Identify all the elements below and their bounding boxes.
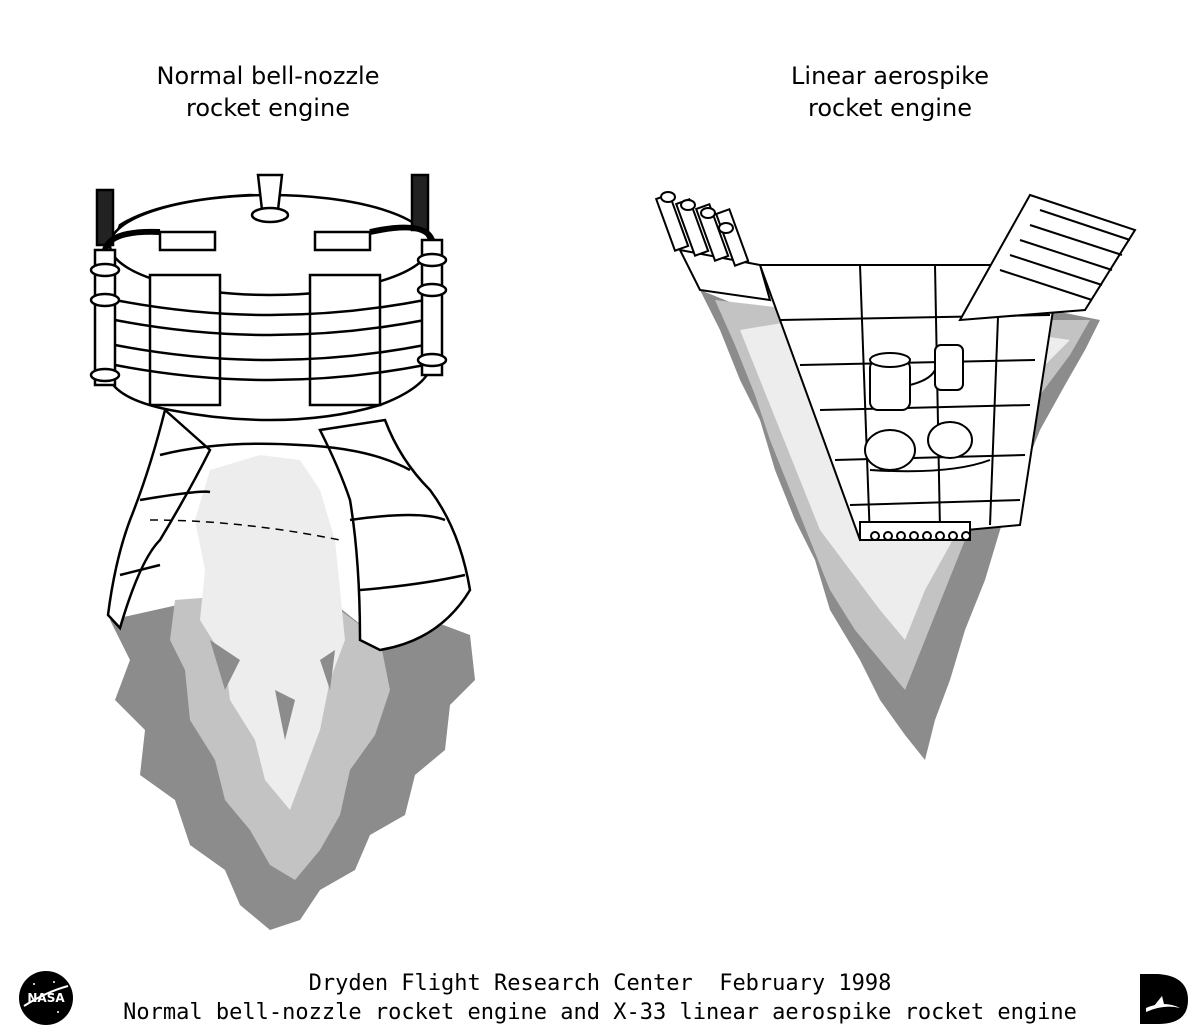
bell-nozzle-exhaust-plume [110, 455, 475, 930]
bell-nozzle-caption-line-1: Normal bell-nozzle [156, 62, 380, 90]
footer-description: Normal bell-nozzle rocket engine and X-3… [123, 1000, 1077, 1025]
bell-nozzle-combustion-chamber [89, 173, 448, 422]
aerospike-caption-line-2: rocket engine [808, 94, 972, 122]
bell-nozzle-caption: Normal bell-nozzle rocket engine [118, 60, 418, 124]
bell-nozzle-caption-line-2: rocket engine [186, 94, 350, 122]
aerospike-frame [654, 191, 1137, 542]
bell-nozzle-engine-illustration [89, 173, 475, 930]
nasa-logo-icon: NASA [19, 971, 73, 1025]
aerospike-caption: Linear aerospike rocket engine [740, 60, 1040, 124]
dryden-logo-icon [1140, 974, 1188, 1024]
aerospike-caption-line-1: Linear aerospike [791, 62, 989, 90]
nasa-logo-text: NASA [27, 991, 65, 1005]
bell-nozzle-skirt [106, 407, 472, 652]
aerospike-engine-illustration [654, 191, 1137, 760]
footer-center-date: Dryden Flight Research Center February 1… [308, 971, 892, 996]
engine-illustrations [89, 173, 1137, 930]
